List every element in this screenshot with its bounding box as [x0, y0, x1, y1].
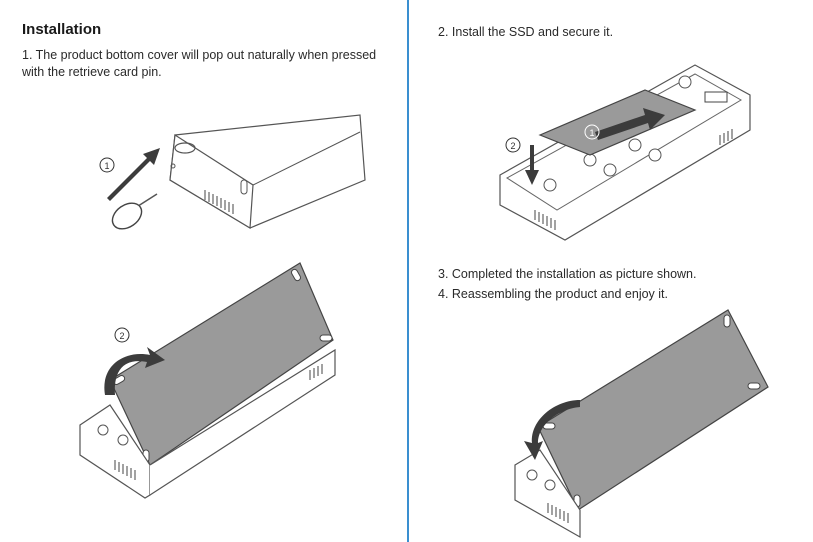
- svg-text:1: 1: [104, 161, 109, 171]
- svg-text:1: 1: [589, 128, 594, 138]
- section-title: Installation: [22, 21, 102, 38]
- figure-pin-press: 1: [99, 114, 366, 230]
- step-3-text: 3. Completed the installation as picture…: [438, 267, 697, 281]
- column-divider: [407, 0, 409, 542]
- figure-cover-open: 2: [79, 262, 336, 499]
- step-2-text: 2. Install the SSD and secure it.: [438, 25, 614, 39]
- step-1-text: 1. The product bottom cover will pop out…: [22, 48, 377, 79]
- figure-ssd-install: 1 2: [499, 64, 751, 241]
- step-4-text: 4. Reassembling the product and enjoy it…: [438, 287, 668, 301]
- svg-text:2: 2: [119, 331, 124, 341]
- svg-text:2: 2: [510, 141, 515, 151]
- figure-cover-close: [514, 309, 769, 539]
